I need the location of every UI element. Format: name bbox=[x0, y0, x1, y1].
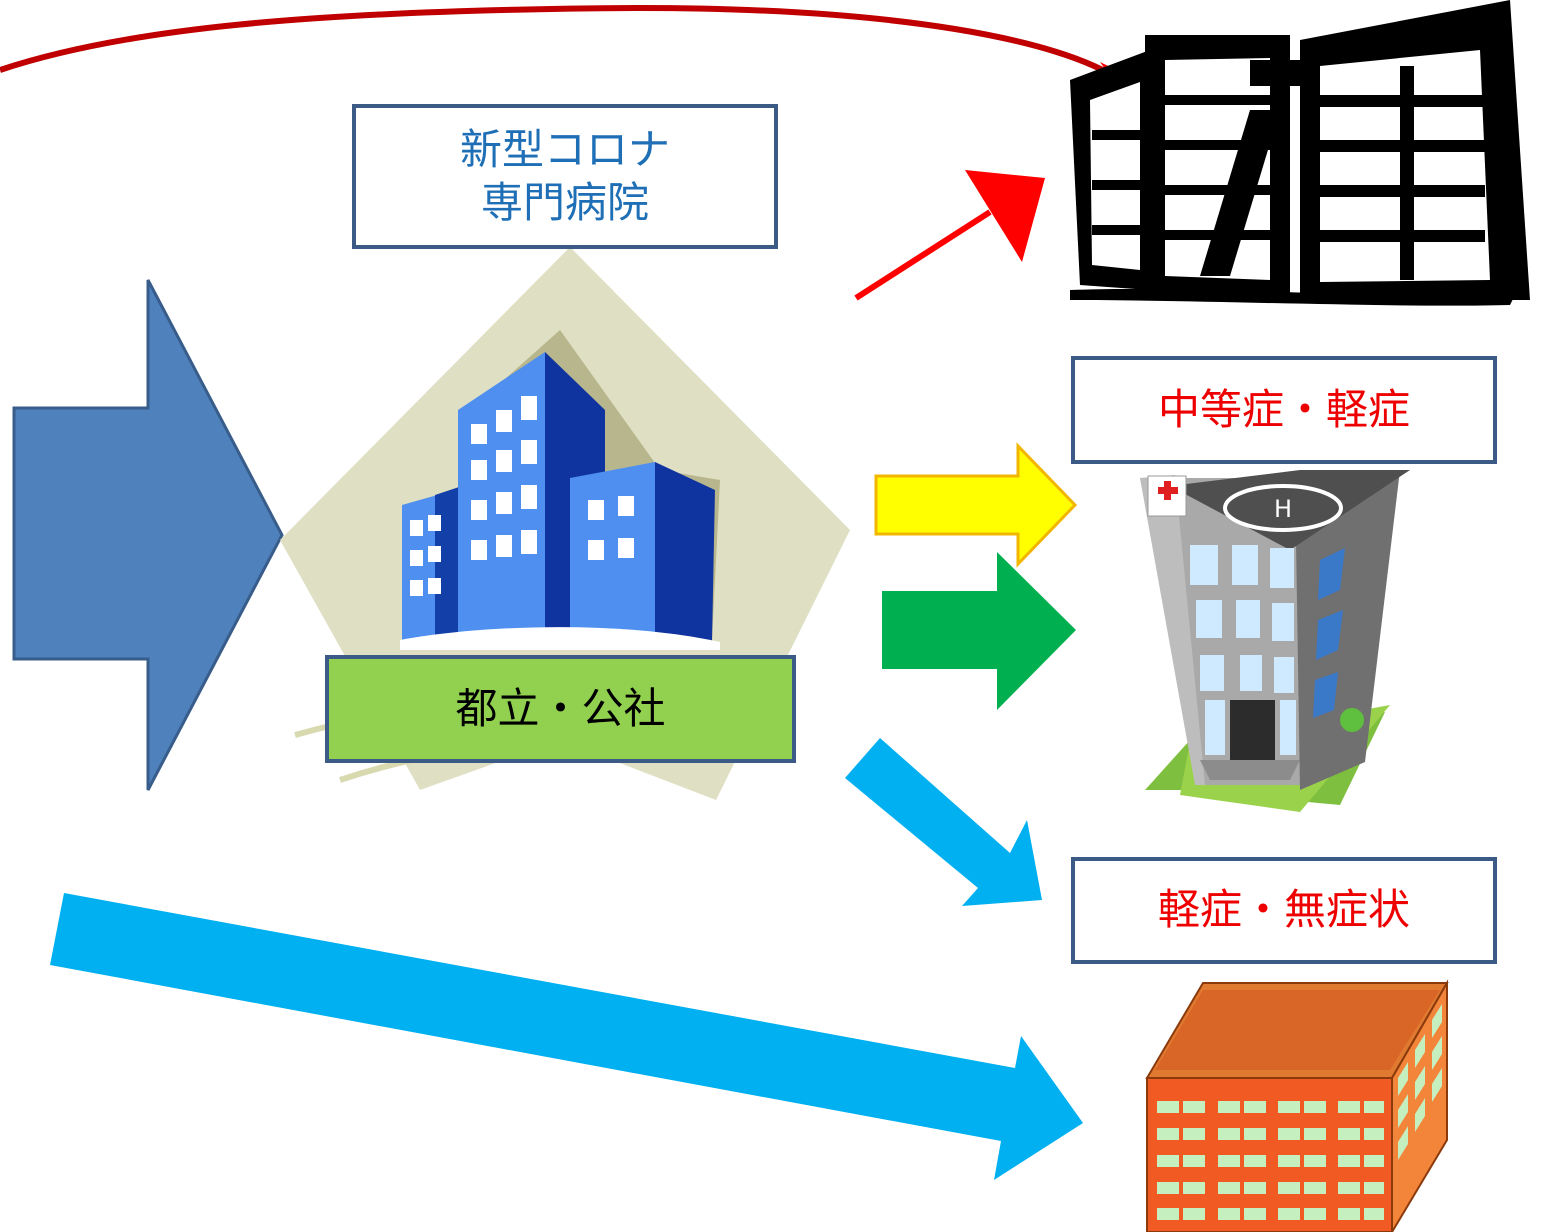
red-arrow bbox=[854, 170, 1045, 301]
moderate-mild-label-box: 中等症・軽症 bbox=[1071, 356, 1497, 464]
mild-asymptomatic-label-box: 軽症・無症状 bbox=[1071, 857, 1497, 964]
yellow-arrow bbox=[874, 442, 1078, 568]
cyan-arrow-long bbox=[50, 893, 1083, 1180]
clinic-building-icon: H bbox=[1140, 470, 1410, 812]
curved-red-arrow bbox=[0, 4, 1145, 118]
hotel-building-icon bbox=[1145, 979, 1449, 1232]
metro-public-label: 都立・公社 bbox=[455, 683, 666, 733]
corona-hospital-label-line1: 新型コロナ bbox=[459, 125, 670, 174]
moderate-mild-label: 中等症・軽症 bbox=[1157, 384, 1410, 434]
green-arrow bbox=[882, 552, 1076, 710]
corona-hospital-label-line2: 専門病院 bbox=[480, 177, 649, 227]
svg-text:H: H bbox=[1274, 495, 1292, 523]
big-blue-arrow bbox=[12, 279, 284, 791]
hospital-building-icon bbox=[1070, 0, 1530, 306]
cyan-arrow-short bbox=[845, 738, 1042, 906]
mild-asymptomatic-label: 軽症・無症状 bbox=[1157, 885, 1410, 935]
corona-hospital-label-box: 新型コロナ 専門病院 bbox=[352, 104, 778, 249]
metro-public-label-box: 都立・公社 bbox=[325, 655, 796, 763]
